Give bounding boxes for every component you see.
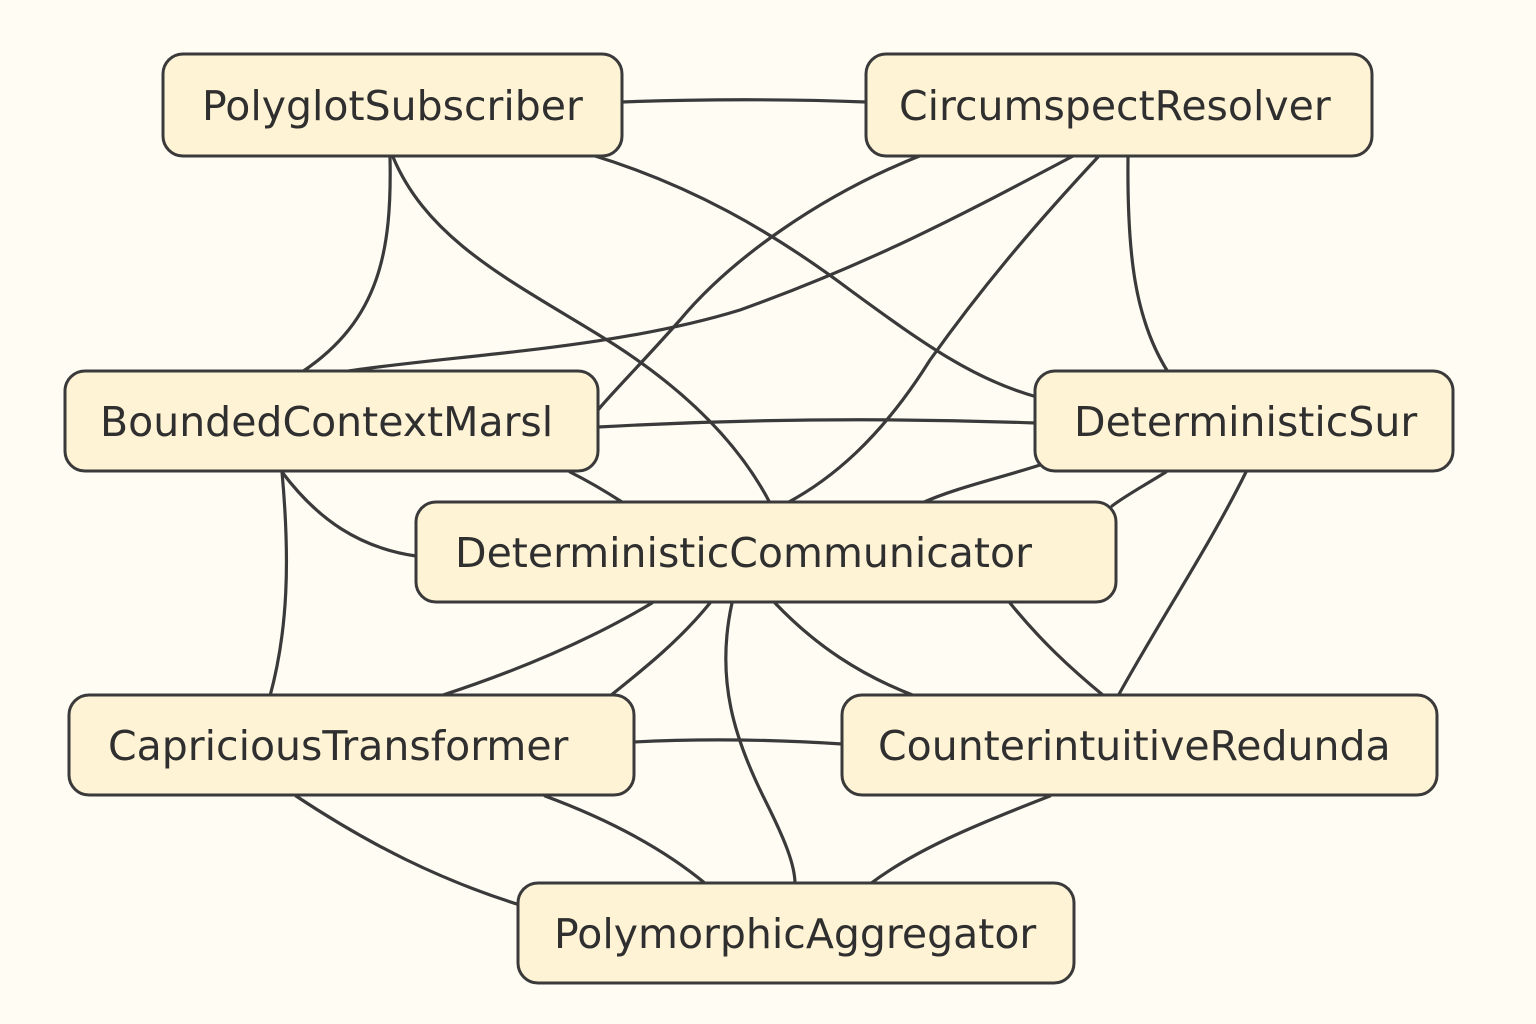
node-label: PolymorphicAggregator [554, 910, 1036, 958]
edge-detcomm-capricious-a [438, 601, 654, 698]
node-box [516, 881, 1076, 985]
node-circumspect-resolver[interactable]: CircumspectResolver [864, 52, 1374, 158]
edge-capricious-counter [632, 738, 844, 746]
edge-polyglot-detcomm [391, 155, 772, 505]
edge-capricious-polymorphic-b [543, 794, 708, 886]
node-box [840, 693, 1439, 797]
edge-polyglot-bounded [300, 155, 392, 374]
edge-bounded-detcomm-upper [568, 470, 624, 504]
edge-bounded-detcomm-lower [280, 470, 418, 558]
edge-detsur-counter [1116, 470, 1248, 698]
node-label: CircumspectResolver [899, 82, 1331, 130]
edge-detcomm-capricious-b [608, 601, 712, 698]
edge-polyglot-circumspect [620, 98, 868, 104]
node-label: PolyglotSubscriber [202, 82, 583, 130]
node-box [63, 369, 600, 473]
edge-layer [268, 98, 1248, 907]
edge-detcomm-counter-b [1008, 601, 1106, 698]
edge-circumspect-bounded-lower [596, 153, 924, 412]
node-polymorphic-aggregator[interactable]: PolymorphicAggregator [516, 881, 1076, 985]
edge-counter-polymorphic [868, 794, 1052, 886]
node-label: BoundedContextMarsl [100, 398, 553, 446]
edge-capricious-polymorphic-a [294, 794, 522, 907]
node-label: DeterministicCommunicator [455, 529, 1032, 577]
edge-bounded-detsur [596, 418, 1038, 429]
node-box [67, 693, 636, 797]
edge-circumspect-detcomm [785, 155, 1100, 505]
edge-detsur-detcomm-upper [920, 463, 1042, 505]
node-layer: PolyglotSubscriber CircumspectResolver B… [63, 52, 1455, 985]
edge-bounded-capricious [268, 470, 289, 698]
node-capricious-transformer[interactable]: CapriciousTransformer [67, 693, 636, 797]
node-box [161, 52, 624, 158]
edge-circumspect-bounded-upper [340, 153, 1077, 374]
node-counterintuitive-redunda[interactable]: CounterintuitiveRedunda [840, 693, 1439, 797]
edge-detcomm-polymorphic [724, 601, 797, 886]
node-deterministic-sur[interactable]: DeterministicSur [1033, 369, 1455, 473]
edge-polyglot-detsur [590, 153, 1039, 399]
node-label: CounterintuitiveRedunda [878, 722, 1391, 770]
edge-circumspect-detsur [1126, 155, 1170, 374]
node-box [1033, 369, 1455, 473]
node-box [864, 52, 1374, 158]
node-polyglot-subscriber[interactable]: PolyglotSubscriber [161, 52, 624, 158]
edge-detsur-detcomm-lower [1110, 470, 1168, 508]
node-bounded-context-marsl[interactable]: BoundedContextMarsl [63, 369, 600, 473]
edge-detcomm-counter-a [773, 601, 917, 698]
node-box [414, 500, 1118, 604]
node-deterministic-communicator[interactable]: DeterministicCommunicator [414, 500, 1118, 604]
node-label: DeterministicSur [1074, 398, 1417, 446]
node-label: CapriciousTransformer [108, 722, 569, 770]
